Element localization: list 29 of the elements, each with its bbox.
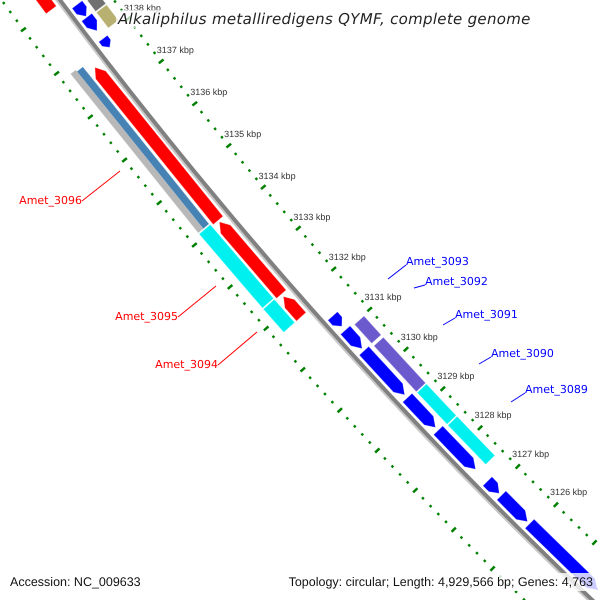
scale-label: 3133 kbp bbox=[293, 212, 330, 222]
gene-label: Amet_3096 bbox=[19, 194, 82, 207]
scale-label: 3135 kbp bbox=[224, 129, 262, 140]
leader-line bbox=[82, 170, 120, 202]
leader-line bbox=[178, 286, 216, 318]
gene-label: Amet_3091 bbox=[455, 308, 518, 321]
scale-label: 3126 kbp bbox=[550, 486, 588, 497]
scale-label: 3131 kbp bbox=[364, 292, 402, 302]
gene-label: Amet_3092 bbox=[425, 275, 488, 288]
leader-line bbox=[388, 264, 406, 280]
scale-label: 3134 kbp bbox=[258, 170, 296, 181]
gene-label: Amet_3089 bbox=[525, 383, 588, 396]
scale-label: 3138 kbp bbox=[124, 2, 161, 13]
scale-label: 3127 kbp bbox=[512, 448, 550, 459]
gene-label: Amet_3095 bbox=[115, 310, 178, 323]
scale-label: 3128 kbp bbox=[474, 410, 512, 420]
gene-label: Amet_3090 bbox=[491, 347, 554, 360]
gene-label: Amet_3093 bbox=[406, 255, 469, 268]
scale-label: 3132 kbp bbox=[328, 252, 366, 262]
scale-label: 3137 kbp bbox=[156, 45, 194, 56]
gene-label: Amet_3094 bbox=[155, 358, 218, 371]
scale-label: 3130 kbp bbox=[400, 332, 438, 342]
leader-line bbox=[218, 332, 258, 366]
scale-label: 3129 kbp bbox=[437, 371, 474, 382]
leader-line bbox=[478, 356, 492, 364]
leader-line bbox=[442, 318, 456, 326]
scale-label: 3136 kbp bbox=[190, 87, 228, 98]
leader-line bbox=[510, 392, 526, 402]
leader-line bbox=[414, 284, 426, 288]
